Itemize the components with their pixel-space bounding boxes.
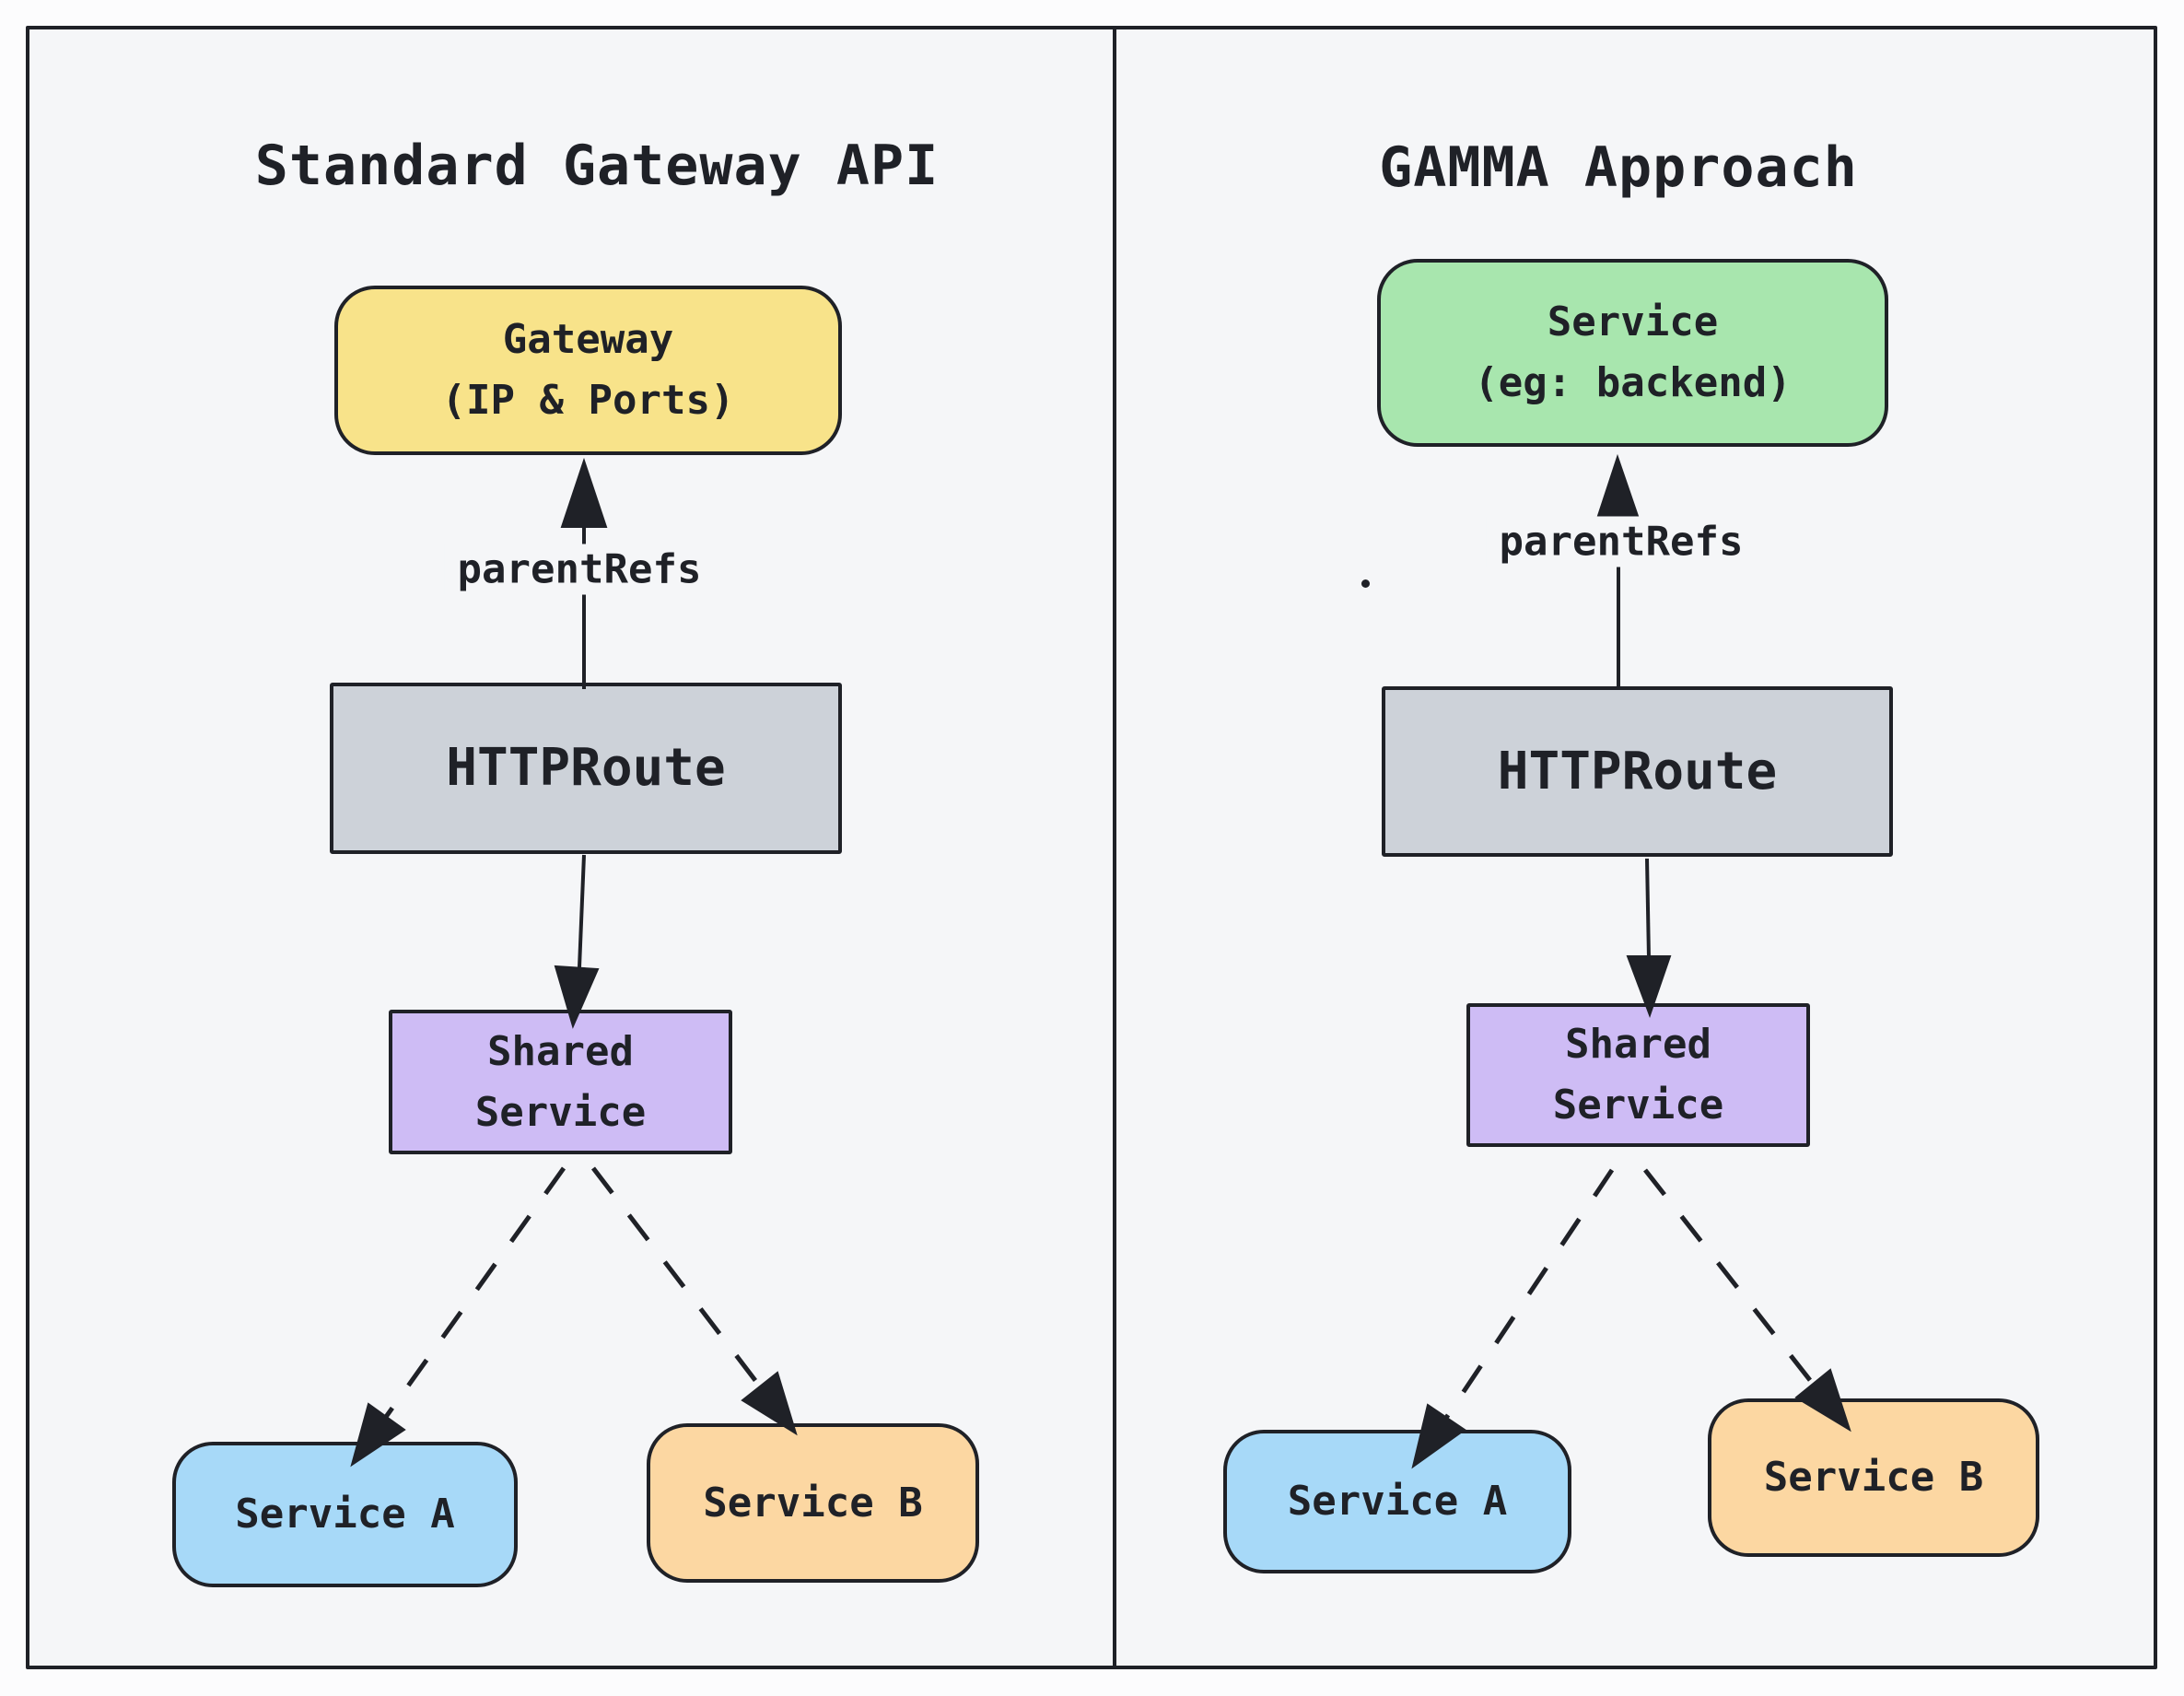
node-service-backend: Service (eg: backend) (1377, 259, 1888, 447)
edge-label-parentrefs-left: parentRefs (444, 544, 715, 595)
node-shared-service-right: Shared Service (1466, 1003, 1810, 1147)
node-httproute-left: HTTPRoute (330, 683, 842, 854)
panel-divider (1113, 29, 1116, 1666)
node-httproute-right: HTTPRoute (1382, 686, 1893, 857)
node-service-b-left: Service B (647, 1423, 979, 1583)
panel-title-gamma-approach: GAMMA Approach (1379, 135, 1858, 200)
ink-dot (1361, 579, 1370, 588)
node-service-a-left: Service A (172, 1442, 518, 1587)
node-shared-service-left: Shared Service (389, 1010, 732, 1154)
node-gateway: Gateway (IP & Ports) (334, 286, 842, 455)
panel-title-standard-gateway-api: Standard Gateway API (254, 134, 940, 198)
node-service-b-right: Service B (1708, 1398, 2039, 1557)
edge-label-parentrefs-right: parentRefs (1486, 516, 1757, 567)
node-service-a-right: Service A (1223, 1430, 1571, 1573)
